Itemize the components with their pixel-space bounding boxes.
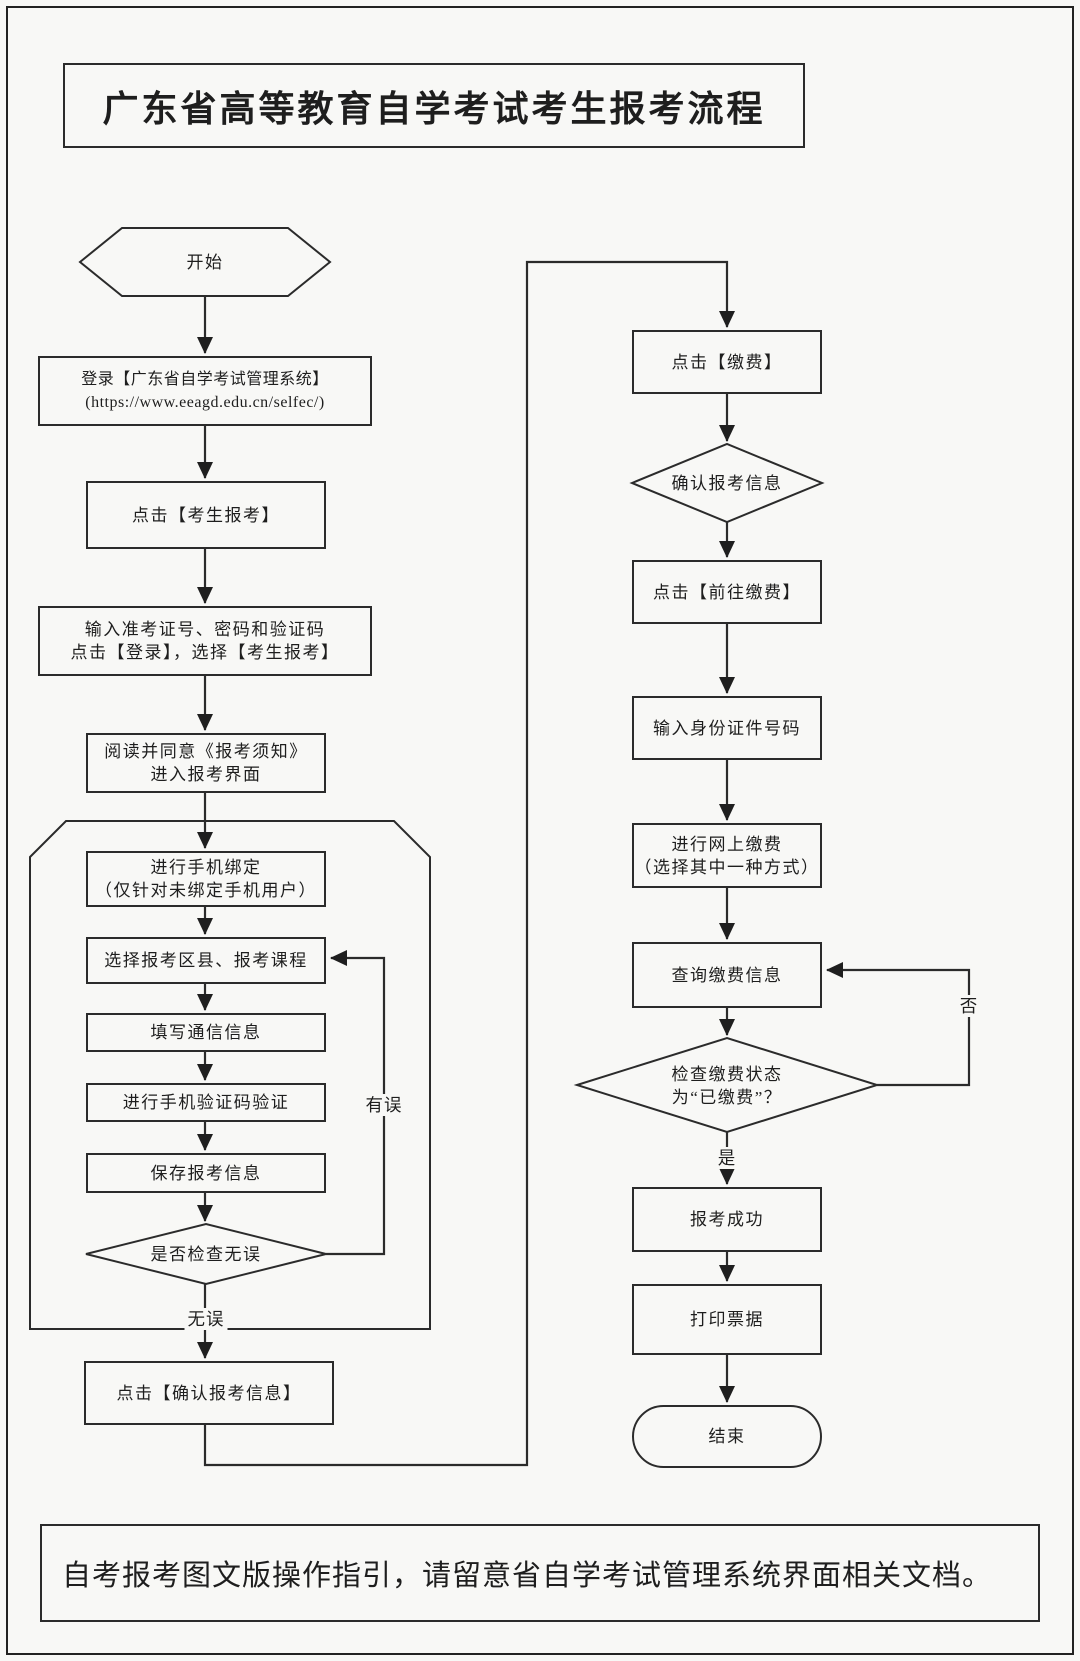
node-start: 开始 [186,252,224,272]
node-save-register-info: 保存报考信息 [86,1153,326,1193]
page-title: 广东省高等教育自学考试考生报考流程 [63,63,805,148]
node-login-system: 登录【广东省自学考试管理系统】 (https://www.eeagd.edu.c… [38,356,372,426]
node-query-payment: 查询缴费信息 [632,942,822,1008]
node-confirm-register-info: 点击【确认报考信息】 [84,1361,334,1425]
node-input-id-number: 输入身份证件号码 [632,696,822,760]
node-confirm-reg-info: 确认报考信息 [671,473,783,493]
node-register-success: 报考成功 [632,1187,822,1252]
node-bind-phone: 进行手机绑定 （仅针对未绑定手机用户） [86,851,326,907]
node-click-pay: 点击【缴费】 [632,330,822,394]
edge-label-no-error: 无误 [184,1308,228,1330]
node-verify-sms-code: 进行手机验证码验证 [86,1083,326,1122]
footer-note: 自考报考图文版操作指引，请留意省自学考试管理系统界面相关文档。 [40,1524,1040,1622]
node-end: 结束 [632,1405,822,1468]
start-hexagon-shape [78,227,332,297]
node-read-notice: 阅读并同意《报考须知》 进入报考界面 [86,733,326,793]
edge-label-has-error: 有误 [362,1094,406,1116]
node-fill-contact-info: 填写通信信息 [86,1013,326,1052]
node-online-payment: 进行网上缴费 （选择其中一种方式） [632,823,822,888]
edge-label-yes: 是 [714,1147,740,1169]
node-check-paid: 检查缴费状态 为“已缴费”？ [671,1065,783,1107]
confirm-reg-info-diamond-shape [629,442,825,524]
node-goto-pay: 点击【前往缴费】 [632,560,822,624]
node-input-credentials: 输入准考证号、密码和验证码 点击【登录】，选择【考生报考】 [38,606,372,676]
node-click-candidate-register: 点击【考生报考】 [86,481,326,549]
node-check-correct: 是否检查无误 [150,1244,262,1264]
binding-group-container [29,820,431,1330]
node-print-receipt: 打印票据 [632,1284,822,1355]
edge-label-no: 否 [956,995,982,1017]
node-select-district-courses: 选择报考区县、报考课程 [86,937,326,984]
